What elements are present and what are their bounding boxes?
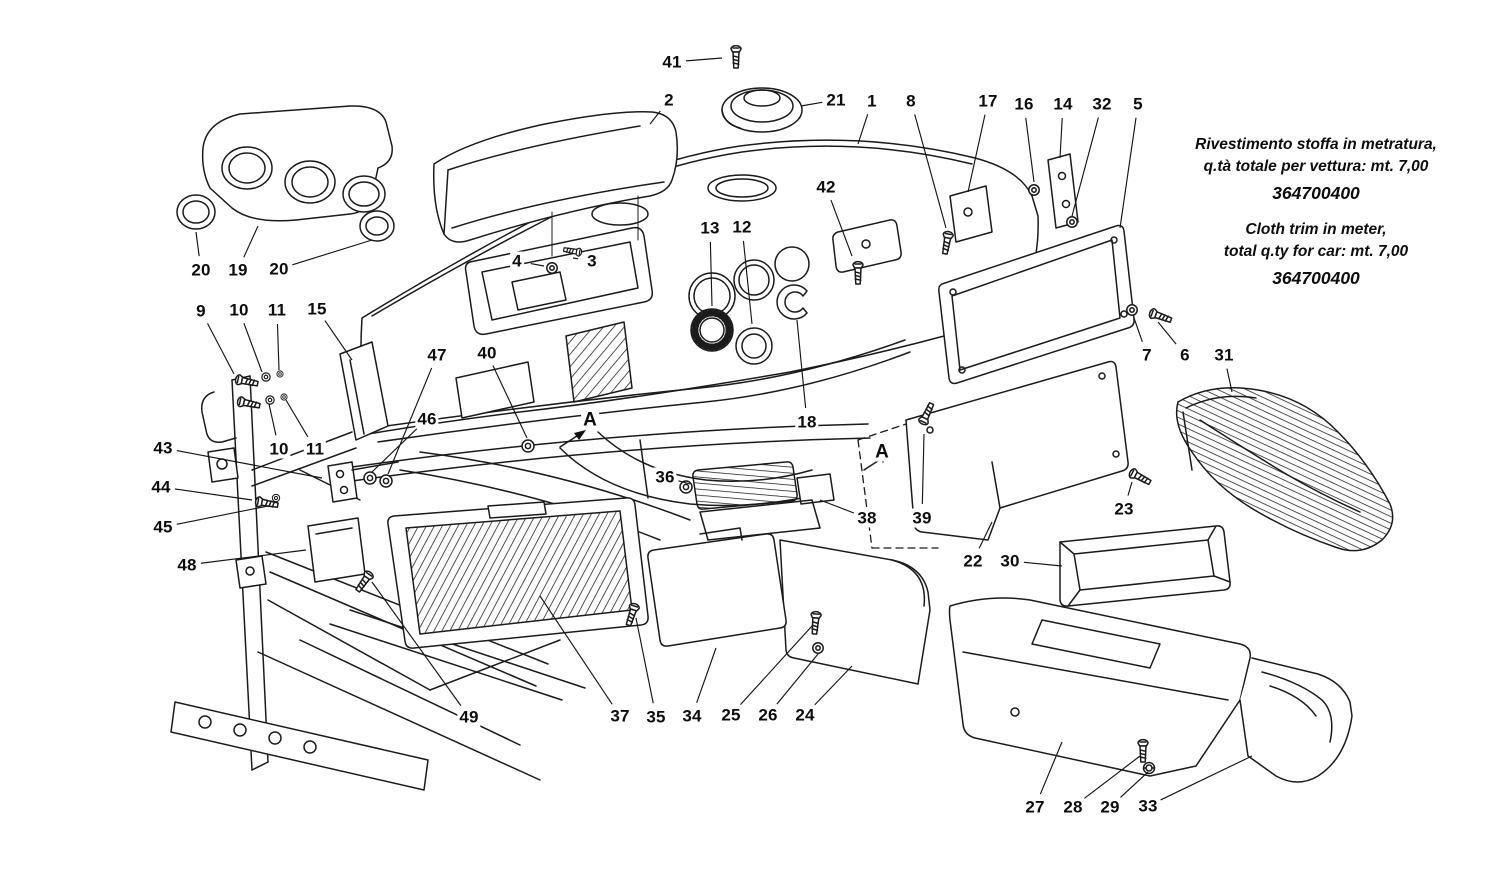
- part-label-23: 23: [1112, 499, 1136, 519]
- panels-34-24: [647, 527, 931, 685]
- part-label-10: 10: [227, 300, 251, 320]
- part-label-37: 37: [608, 706, 632, 726]
- cap-part-21: [721, 87, 803, 133]
- part-label-46: 46: [415, 409, 439, 429]
- section-marker-A-2: A: [873, 441, 891, 463]
- console-parts-27-33: [948, 597, 1353, 783]
- part-label-26: 26: [756, 705, 780, 725]
- part-label-12: 12: [730, 217, 754, 237]
- part-label-15: 15: [305, 299, 329, 319]
- note-line-it-1: Rivestimento stoffa in metratura,: [1195, 136, 1437, 153]
- panel-part-5: [938, 224, 1135, 385]
- part-label-13: 13: [698, 218, 722, 238]
- part-label-29: 29: [1098, 797, 1122, 817]
- note-line-it-2: q.tà totale per vettura: mt. 7,00: [1203, 158, 1429, 175]
- part-label-36: 36: [653, 467, 677, 487]
- part-label-19: 19: [226, 260, 250, 280]
- part-label-11: 11: [303, 439, 327, 459]
- part-label-20: 20: [189, 260, 213, 280]
- floor-mat-37: [387, 497, 649, 649]
- part-label-35: 35: [644, 707, 668, 727]
- part-label-24: 24: [793, 705, 817, 725]
- part-label-1: 1: [865, 91, 879, 111]
- part-label-16: 16: [1012, 94, 1036, 114]
- part-label-4: 4: [510, 251, 524, 271]
- trim-part-31: [1175, 386, 1394, 552]
- part-label-27: 27: [1023, 797, 1047, 817]
- part-label-2: 2: [662, 90, 676, 110]
- note-line-en-1: Cloth trim in meter,: [1245, 220, 1387, 238]
- note-code-en: 364700400: [1272, 267, 1360, 288]
- vent-duct-assembly: [176, 105, 395, 242]
- part-label-25: 25: [719, 705, 743, 725]
- part-label-30: 30: [998, 551, 1022, 571]
- part-label-22: 22: [961, 551, 985, 571]
- part-label-49: 49: [457, 707, 481, 727]
- part-label-48: 48: [175, 555, 199, 575]
- part-label-45: 45: [151, 517, 175, 537]
- part-label-41: 41: [660, 52, 684, 72]
- part-label-8: 8: [904, 91, 918, 111]
- part-label-42: 42: [814, 177, 838, 197]
- part-label-44: 44: [149, 477, 173, 497]
- part-label-43: 43: [151, 438, 175, 458]
- part-label-28: 28: [1061, 797, 1085, 817]
- part-label-18: 18: [795, 412, 819, 432]
- part-label-39: 39: [910, 508, 934, 528]
- part-label-7: 7: [1140, 345, 1154, 365]
- part-label-20: 20: [267, 259, 291, 279]
- part-label-14: 14: [1051, 94, 1075, 114]
- panel-part-22: [857, 360, 1129, 549]
- part-label-3: 3: [585, 251, 599, 271]
- section-arrows: [559, 430, 890, 471]
- part-label-11: 11: [265, 300, 289, 320]
- gauge-bezels: [690, 284, 808, 365]
- part-label-5: 5: [1131, 94, 1145, 114]
- part-label-31: 31: [1212, 345, 1236, 365]
- part-label-40: 40: [475, 343, 499, 363]
- part-label-6: 6: [1178, 345, 1192, 365]
- part-label-21: 21: [824, 90, 848, 110]
- pad-part-48: [307, 517, 366, 583]
- cloth-trim-note: Rivestimento stoffa in metratura, q.tà t…: [1168, 134, 1464, 291]
- note-spacer: [1168, 206, 1464, 219]
- part-label-33: 33: [1136, 796, 1160, 816]
- grille-part-36: [679, 461, 835, 541]
- dashboard-cowl: [432, 111, 679, 257]
- note-line-en-2: total q.ty for car: mt. 7,00: [1223, 242, 1409, 260]
- part-label-38: 38: [855, 508, 879, 528]
- part-label-47: 47: [425, 345, 449, 365]
- part-label-34: 34: [680, 706, 704, 726]
- tray-part-30: [1059, 525, 1231, 607]
- note-code-it: 364700400: [1272, 183, 1360, 203]
- part-label-9: 9: [194, 301, 208, 321]
- part-label-32: 32: [1090, 94, 1114, 114]
- part-label-10: 10: [267, 439, 291, 459]
- section-marker-A-1: A: [581, 409, 599, 431]
- part-label-17: 17: [976, 91, 1000, 111]
